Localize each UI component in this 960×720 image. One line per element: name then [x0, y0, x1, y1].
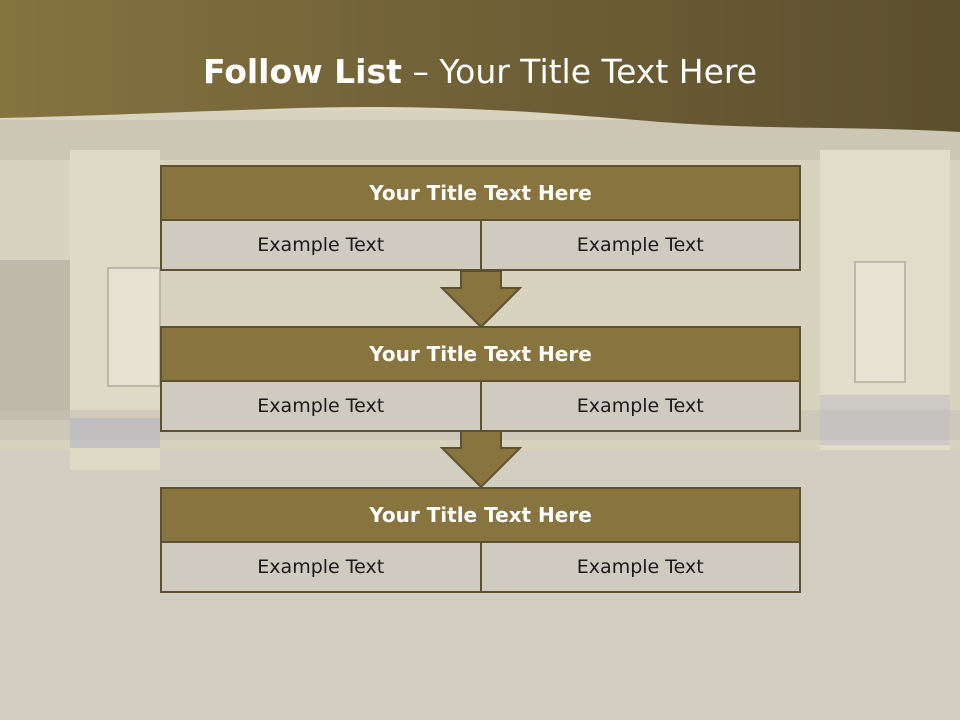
down-arrow-icon — [440, 271, 522, 329]
list-block-2: Your Title Text Here Example Text Exampl… — [160, 326, 801, 432]
block-cell: Example Text — [481, 382, 801, 432]
block-row: Example Text Example Text — [160, 221, 801, 271]
block-title: Your Title Text Here — [160, 165, 801, 221]
block-cell: Example Text — [481, 543, 801, 593]
list-block-1: Your Title Text Here Example Text Exampl… — [160, 165, 801, 271]
block-row: Example Text Example Text — [160, 543, 801, 593]
slide-title-bold: Follow List — [202, 52, 402, 91]
slide-title-rest: – Your Title Text Here — [401, 52, 758, 91]
down-arrow-icon — [440, 431, 522, 489]
block-row: Example Text Example Text — [160, 382, 801, 432]
block-cell: Example Text — [481, 221, 801, 271]
block-cell: Example Text — [160, 382, 482, 432]
list-block-3: Your Title Text Here Example Text Exampl… — [160, 487, 801, 593]
slide-title: Follow List – Your Title Text Here — [0, 52, 960, 91]
block-cell: Example Text — [160, 221, 482, 271]
block-cell: Example Text — [160, 543, 482, 593]
block-title: Your Title Text Here — [160, 487, 801, 543]
header-band — [0, 0, 960, 132]
block-title: Your Title Text Here — [160, 326, 801, 382]
